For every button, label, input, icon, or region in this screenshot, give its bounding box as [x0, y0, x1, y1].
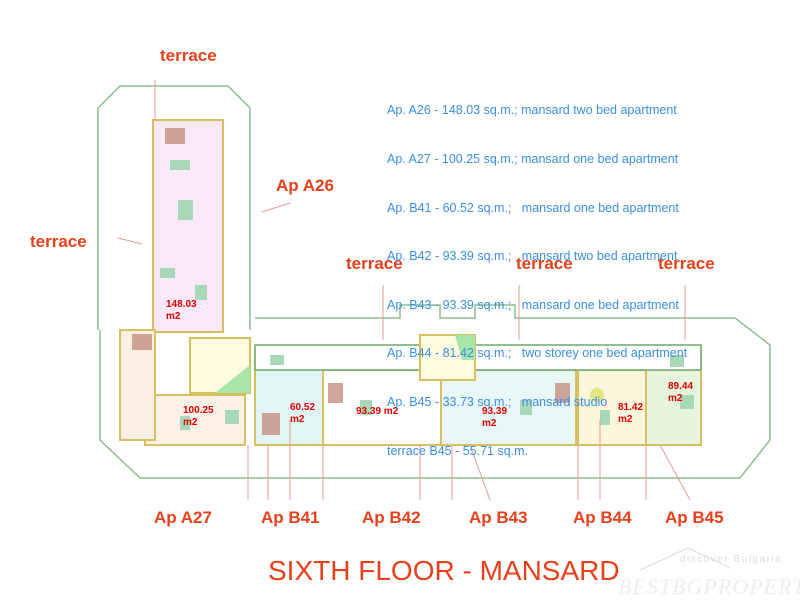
area-unit: m2: [618, 414, 633, 425]
legend-line: Ap. B42 - 93.39 sq.m.; mansard two bed a…: [387, 249, 678, 264]
ap-b44-label: Ap B44: [573, 508, 632, 527]
wing-terrace-outline: [99, 304, 771, 479]
legend-line: Ap. A27 - 100.25 sq.m.; mansard one bed …: [387, 152, 679, 167]
apartment-a26-fill: [152, 119, 224, 333]
area-unit: m2: [668, 393, 683, 404]
watermark-tagline: discover Bulgaria: [680, 554, 783, 565]
area-value: 100.25: [183, 405, 214, 416]
floor-title: SIXTH FLOOR - MANSARD: [268, 555, 620, 586]
area-value: 93.39: [482, 406, 508, 417]
apartment-b44-fill: [577, 369, 647, 446]
legend-line: Ap. B43 - 93.39 sq.m.; mansard one bed a…: [387, 297, 679, 312]
area-b42: 93.39 m2: [356, 406, 398, 418]
leader-lines: [117, 80, 691, 501]
ap-a26-label: Ap A26: [276, 176, 334, 195]
watermark-logo: discover Bulgaria BESTBGPROPERTIES: [610, 540, 800, 609]
ap-b43-label: Ap B43: [469, 508, 528, 527]
legend-line: Ap. B41 - 60.52 sq.m.; mansard one bed a…: [387, 200, 679, 215]
ap-b41-label: Ap B41: [261, 508, 320, 527]
ap-b42-label: Ap B42: [362, 508, 421, 527]
apartment-legend: Ap. A26 - 148.03 sq.m.; mansard two bed …: [387, 70, 687, 491]
ap-a27-label: Ap A27: [154, 508, 212, 527]
area-value: 93.39 m2: [356, 406, 399, 417]
legend-line: Ap. B44 - 81.42 sq.m.; two storey one be…: [387, 346, 688, 361]
terrace-label-mid2: terrace: [516, 254, 573, 273]
corridor: [254, 344, 702, 371]
watermark-brand: BESTBGPROPERTIES: [618, 574, 800, 599]
area-value: 60.52: [290, 402, 316, 413]
area-unit: m2: [290, 414, 305, 425]
apartment-b43-fill: [440, 369, 577, 446]
plant-icon: [590, 388, 604, 402]
tower-terrace-outline: [97, 85, 251, 330]
house-roof-icon: [639, 547, 731, 571]
area-value: 89.44: [668, 381, 694, 392]
terrace-label-left: terrace: [30, 232, 87, 251]
legend-line: terrace B45 - 55.71 sq.m.: [387, 443, 529, 458]
ap-b45-label: Ap B45: [665, 508, 724, 527]
terrace-label-top: terrace: [160, 46, 217, 65]
area-unit: m2: [183, 417, 198, 428]
area-unit: m2: [166, 311, 181, 322]
terrace-label-right: terrace: [658, 254, 715, 273]
area-value: 81.42: [618, 402, 644, 413]
area-value: 148.03: [166, 299, 197, 310]
legend-line: Ap. B45 - 33.73 sq.m.; mansard studio: [387, 395, 608, 410]
legend-line: Ap. A26 - 148.03 sq.m.; mansard two bed …: [387, 103, 677, 118]
area-unit: m2: [482, 418, 497, 429]
terrace-label-mid1: terrace: [346, 254, 403, 273]
